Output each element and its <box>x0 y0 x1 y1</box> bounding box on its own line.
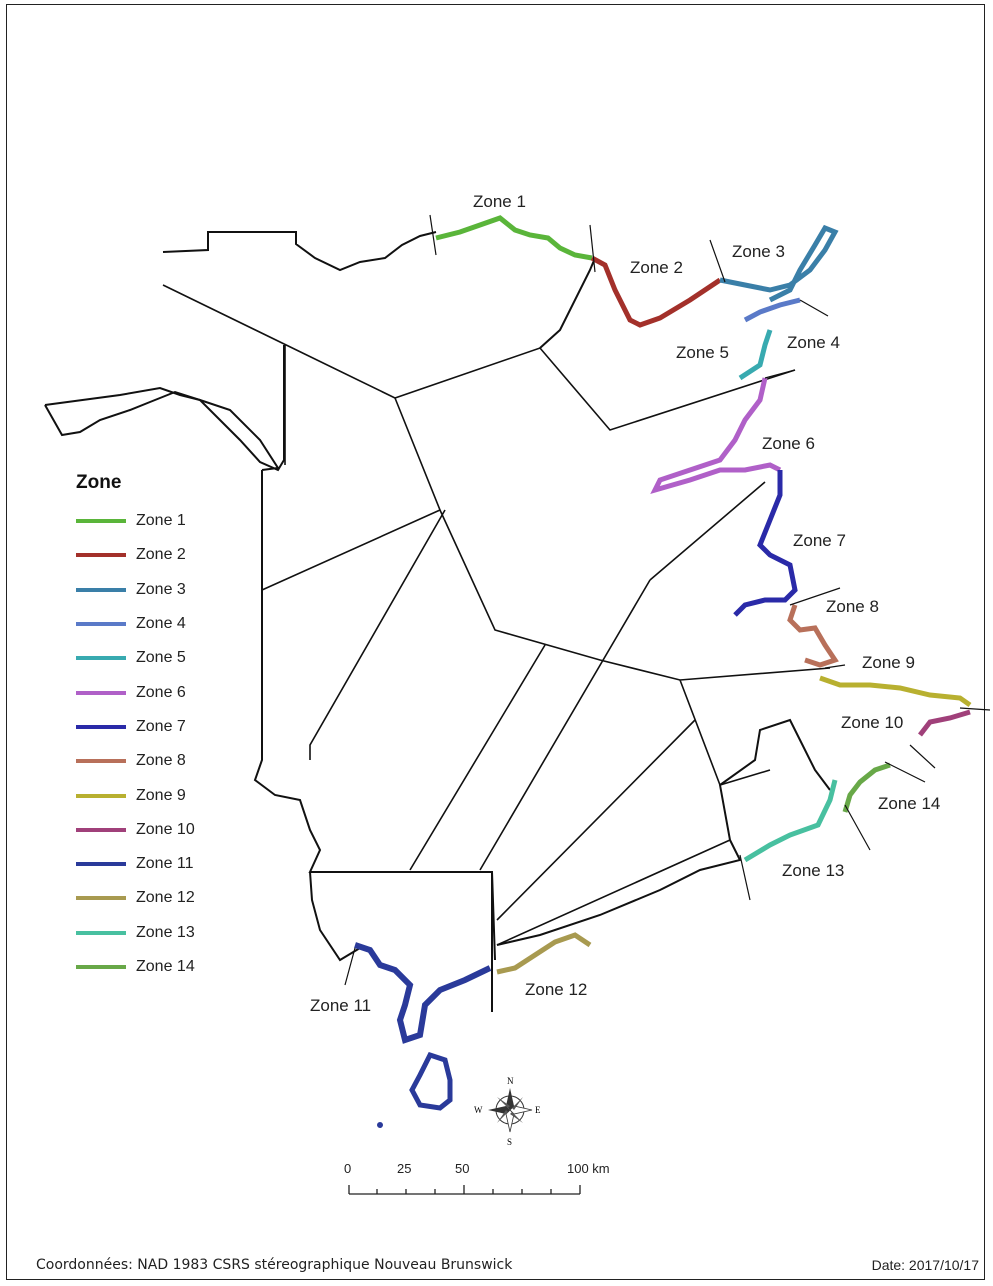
legend-swatch <box>76 896 126 901</box>
legend-label: Zone 11 <box>136 855 194 873</box>
map-label-zone11: Zone 11 <box>310 996 372 1015</box>
map-frame <box>6 4 985 1280</box>
province-outline <box>44 231 596 1012</box>
legend-title: Zone <box>76 472 122 493</box>
legend-swatch <box>76 827 126 832</box>
map-label-zone14: Zone 14 <box>878 794 941 813</box>
legend-item: Zone 12 <box>76 881 195 915</box>
legend-label: Zone 4 <box>136 615 186 633</box>
legend-swatch <box>76 793 126 798</box>
legend-swatch <box>76 690 126 695</box>
legend-swatch <box>76 587 126 592</box>
zone8-coast <box>787 604 839 668</box>
map-label-zone5: Zone 5 <box>676 343 729 362</box>
zone7-coast <box>733 470 798 617</box>
zone6-coast <box>650 377 782 494</box>
legend-item: Zone 11 <box>76 847 195 881</box>
compass-east: E <box>535 1105 541 1115</box>
legend-item: Zone 2 <box>76 538 195 572</box>
legend-item: Zone 14 <box>76 950 195 984</box>
zone11-coast <box>354 942 492 1044</box>
zone12-coast <box>496 932 592 975</box>
zone14-coast <box>842 762 891 813</box>
legend-label: Zone 5 <box>136 649 186 667</box>
legend-swatch <box>76 759 126 764</box>
legend-label: Zone 13 <box>136 923 195 941</box>
map-label-zone12: Zone 12 <box>525 980 588 999</box>
scale-bar <box>348 1185 581 1195</box>
legend-item: Zone 1 <box>76 504 195 538</box>
southeast-coast <box>496 718 831 946</box>
map-label-zone13: Zone 13 <box>782 861 845 880</box>
legend-items: Zone 1 Zone 2 Zone 3 Zone 4 Zone 5 Zone 6 Zone… <box>76 504 195 984</box>
legend-label: Zone 6 <box>136 683 186 701</box>
scale-label-50: 50 <box>455 1161 470 1176</box>
map-label-zone9: Zone 9 <box>862 653 915 672</box>
legend-swatch <box>76 622 126 627</box>
legend-item: Zone 3 <box>76 573 195 607</box>
zone11-island <box>409 1051 453 1111</box>
coordinates-note: Coordonnées: NAD 1983 CSRS stéreographiq… <box>36 1257 513 1273</box>
legend-item: Zone 9 <box>76 778 195 812</box>
legend-label: Zone 1 <box>136 512 186 530</box>
legend-swatch <box>76 553 126 558</box>
map-label-zone6: Zone 6 <box>762 434 815 453</box>
map-label-zone4: Zone 4 <box>787 333 840 352</box>
legend-item: Zone 4 <box>76 607 195 641</box>
legend-item: Zone 13 <box>76 916 195 950</box>
legend-swatch <box>76 862 126 867</box>
map-label-zone2: Zone 2 <box>630 258 683 277</box>
zone11-islet <box>377 1122 383 1128</box>
legend-item: Zone 5 <box>76 641 195 675</box>
legend-label: Zone 14 <box>136 958 195 975</box>
zone10-coast <box>918 709 971 737</box>
legend-swatch <box>76 965 126 969</box>
compass-rose: N S E W <box>474 1076 541 1147</box>
legend-label: Zone 7 <box>136 717 186 735</box>
compass-west: W <box>474 1105 483 1115</box>
zone1-coast <box>435 215 593 261</box>
scale-label-25: 25 <box>397 1161 412 1176</box>
legend-swatch <box>76 724 126 729</box>
zone4-coast <box>743 297 801 323</box>
scale-label-100: 100 km <box>567 1161 610 1176</box>
scale-label-0: 0 <box>344 1161 352 1176</box>
map-label-zone3: Zone 3 <box>732 242 785 261</box>
zone9-coast <box>819 675 972 708</box>
compass-south: S <box>507 1137 512 1147</box>
zone2-coast <box>590 255 722 328</box>
legend-item: Zone 8 <box>76 744 195 778</box>
legend-item: Zone 6 <box>76 675 195 709</box>
west-coast-outline <box>44 345 361 962</box>
legend-label: Zone 2 <box>136 546 186 564</box>
legend-label: Zone 9 <box>136 786 186 804</box>
legend-swatch <box>76 656 126 661</box>
zone-dividers <box>344 214 991 986</box>
legend-label: Zone 8 <box>136 752 186 770</box>
map-label-zone1: Zone 1 <box>473 192 526 211</box>
compass-north: N <box>507 1076 514 1086</box>
legend-swatch <box>76 519 126 524</box>
map-label-zone10: Zone 10 <box>841 713 904 732</box>
legend-label: Zone 10 <box>136 820 195 838</box>
map-label-zone7: Zone 7 <box>793 531 846 550</box>
map-label-zone8: Zone 8 <box>826 597 879 616</box>
zone5-coast <box>738 329 773 381</box>
zone3-coast <box>719 224 839 303</box>
legend-item: Zone 10 <box>76 813 195 847</box>
zone13-coast <box>743 779 838 863</box>
legend-item: Zone 7 <box>76 710 195 744</box>
map-date: Date: 2017/10/17 <box>871 1257 979 1273</box>
legend-swatch <box>76 930 126 935</box>
legend-label: Zone 12 <box>136 889 195 907</box>
legend-label: Zone 3 <box>136 580 186 598</box>
interior-boundaries <box>162 284 831 946</box>
